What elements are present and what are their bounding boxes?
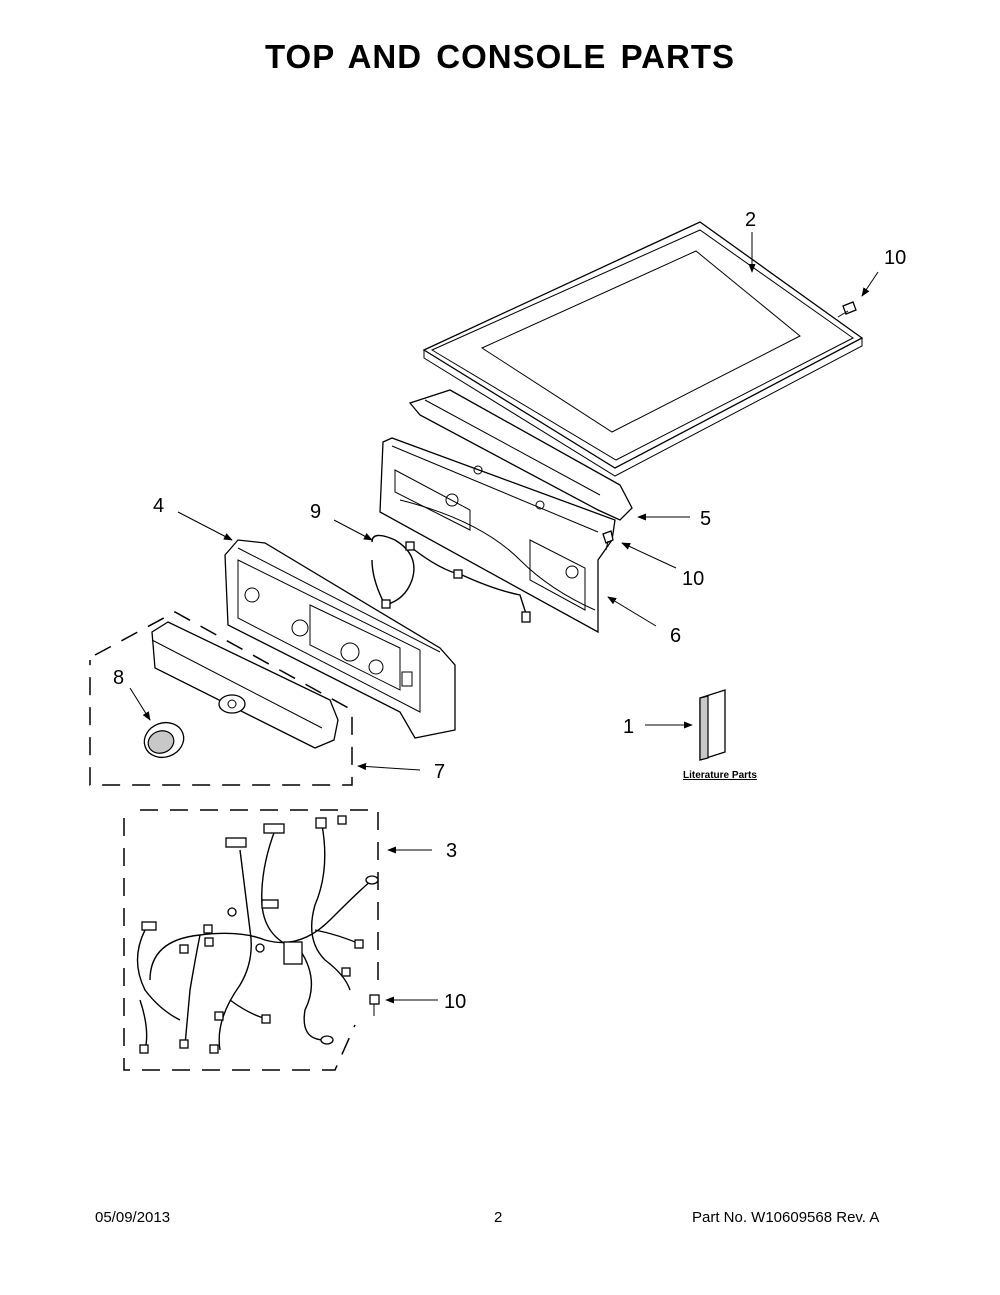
callout-3: 3 <box>446 840 457 862</box>
leader-arrows <box>129 232 879 1004</box>
callout-2: 2 <box>745 209 756 231</box>
callout-1: 1 <box>623 716 634 738</box>
console-bracket-part <box>379 389 633 634</box>
callout-10-top: 10 <box>884 247 906 269</box>
callout-7: 7 <box>434 761 445 783</box>
screw-top-part <box>837 301 857 318</box>
top-panel-part <box>422 221 864 477</box>
footer-page-number: 2 <box>494 1209 503 1226</box>
callout-8: 8 <box>113 667 124 689</box>
screw-harness-part <box>369 994 380 1016</box>
callout-5: 5 <box>700 508 711 530</box>
main-wire-harness-group <box>123 809 379 1071</box>
user-interface-group <box>89 611 353 786</box>
callout-9: 9 <box>310 501 321 523</box>
console-part <box>224 539 456 739</box>
callout-10-harness: 10 <box>444 991 466 1013</box>
literature-parts-label: Literature Parts <box>683 770 757 781</box>
page-title: TOP AND CONSOLE PARTS <box>265 38 735 75</box>
callout-4: 4 <box>153 495 164 517</box>
footer-date: 05/09/2013 <box>95 1209 171 1226</box>
console-wire-part <box>371 534 531 623</box>
footer-part-number: Part No. W10609568 Rev. A <box>692 1209 880 1226</box>
literature-part <box>699 689 726 761</box>
callout-10-bracket: 10 <box>682 568 704 590</box>
callout-6: 6 <box>670 625 681 647</box>
knob-part <box>143 721 185 759</box>
